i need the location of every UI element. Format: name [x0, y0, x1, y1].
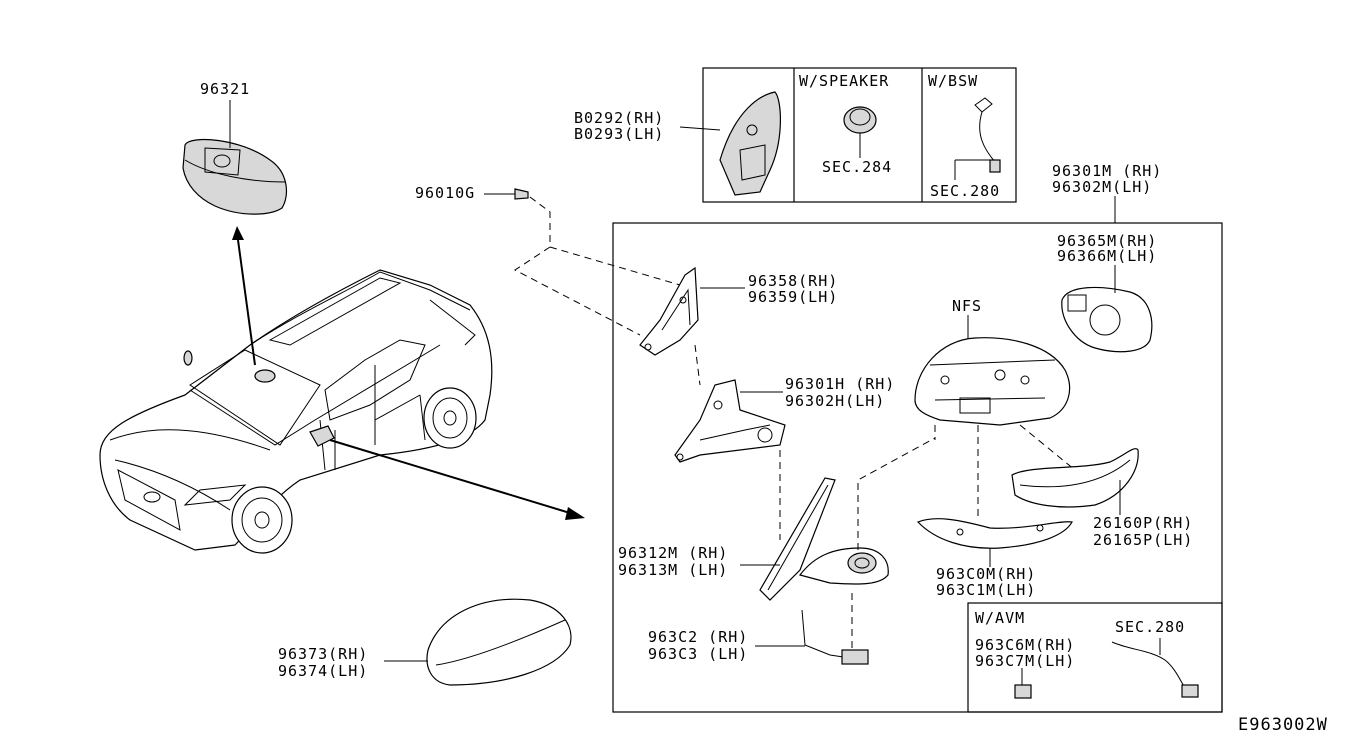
inset-header-bsw: W/BSW [928, 72, 978, 90]
avm-subbox [967, 602, 1223, 713]
label-26160p: 26160P(RH) [1093, 514, 1193, 532]
label-96359: 96359(LH) [748, 288, 838, 306]
label-963c3: 963C3 (LH) [648, 645, 748, 663]
label-96301m: 96301M (RH) [1052, 162, 1162, 180]
inset-sec-284: SEC.284 [822, 158, 892, 176]
label-96366m: 96366M(LH) [1057, 247, 1157, 265]
avm-header: W/AVM [975, 609, 1025, 627]
label-96365m: 96365M(RH) [1057, 232, 1157, 250]
mirror-glass-96312m [759, 477, 889, 601]
label-96321: 96321 [200, 80, 250, 98]
harness-963c2 [801, 590, 869, 665]
label-b0292: B0292(RH) [574, 109, 664, 127]
arrow-to-door-mirror [329, 439, 585, 520]
mirror-base-96301h [674, 379, 786, 463]
label-96302h: 96302H(LH) [785, 392, 885, 410]
label-96010g: 96010G [415, 184, 475, 202]
variant-inset [702, 67, 1017, 203]
turn-signal-26160p [1011, 448, 1139, 508]
inset-header-speaker: W/SPEAKER [799, 72, 889, 90]
label-963c6m: 963C6M(RH) [975, 636, 1075, 654]
label-963c7m: 963C7M(LH) [975, 652, 1075, 670]
mirror-glass-96365m [1061, 286, 1153, 353]
label-96313m: 96313M (LH) [618, 561, 728, 579]
label-96312m: 96312M (RH) [618, 544, 728, 562]
mirror-body-nfs [914, 337, 1071, 426]
label-963c1m: 963C1M(LH) [936, 581, 1036, 599]
label-96358: 96358(RH) [748, 272, 838, 290]
label-96301h: 96301H (RH) [785, 375, 895, 393]
vehicle-illustration [99, 269, 493, 554]
label-96302m: 96302M(LH) [1052, 178, 1152, 196]
avm-sec-280: SEC.280 [1115, 618, 1185, 636]
label-96373: 96373(RH) [278, 645, 368, 663]
label-963c2: 963C2 (RH) [648, 628, 748, 646]
label-26165p: 26165P(LH) [1093, 531, 1193, 549]
bracket-96358 [639, 266, 699, 356]
mirror-cap-96373 [426, 598, 572, 686]
label-963c0m: 963C0M(RH) [936, 565, 1036, 583]
inset-sec-280: SEC.280 [930, 182, 1000, 200]
arrow-to-inner-mirror [232, 226, 256, 366]
diagram-reference-id: E963002W [1238, 715, 1328, 735]
label-nfs: NFS [952, 297, 982, 315]
mirror-assembly-frame [612, 222, 1223, 713]
lower-cover-963c0m [916, 518, 1073, 549]
label-96374: 96374(LH) [278, 662, 368, 680]
inner-mirror-cover-96321 [182, 139, 288, 215]
label-b0293: B0293(LH) [574, 125, 664, 143]
